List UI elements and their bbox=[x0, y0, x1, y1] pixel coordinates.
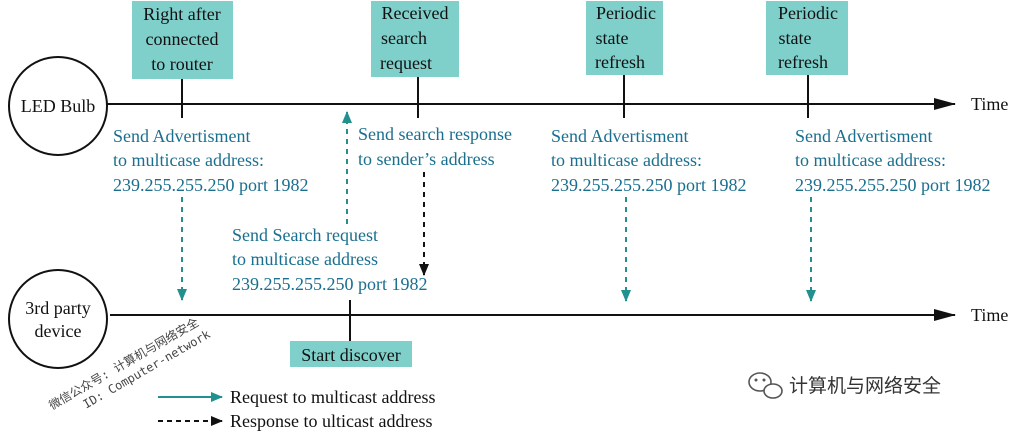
advert1-line1: Send Advertisment bbox=[113, 126, 251, 146]
third-party-label-line1: 3rd party bbox=[25, 298, 90, 318]
advert3-line3: 239.255.255.250 port 1982 bbox=[795, 175, 991, 195]
event-received-line1: Received bbox=[382, 3, 449, 23]
event-refresh1-line3: refresh bbox=[595, 52, 645, 72]
advert3-line2: to multicase address: bbox=[795, 150, 946, 170]
legend-multicast-label: Request to multicast address bbox=[230, 387, 435, 407]
event-received-line3: request bbox=[380, 53, 432, 73]
search-response-line1: Send search response bbox=[358, 124, 512, 144]
event-connected-line2: connected bbox=[146, 29, 219, 49]
search-request-line1: Send Search request bbox=[232, 225, 378, 245]
advert3-line1: Send Advertisment bbox=[795, 126, 933, 146]
start-discover-box bbox=[290, 341, 412, 367]
event-connected-line1: Right after bbox=[143, 4, 220, 24]
led-bulb-label: LED Bulb bbox=[21, 96, 96, 116]
event-refresh1-line2: state bbox=[596, 28, 629, 48]
third-party-node bbox=[8, 269, 108, 369]
event-box-received bbox=[371, 1, 459, 77]
time-label-led: Time bbox=[971, 94, 1008, 114]
event-refresh1-line1: Periodic bbox=[596, 3, 656, 23]
event-box-refresh1 bbox=[586, 1, 663, 75]
search-request-line2: to multicase address bbox=[232, 249, 378, 269]
event-connected-line3: to router bbox=[151, 54, 212, 74]
advert1-line3: 239.255.255.250 port 1982 bbox=[113, 175, 309, 195]
legend-unicast-label: Response to ulticast address bbox=[230, 411, 432, 431]
start-discover-label: Start discover bbox=[301, 345, 400, 365]
wechat-icon bbox=[748, 372, 783, 399]
search-request-line3: 239.255.255.250 port 1982 bbox=[232, 274, 428, 294]
advert2-line1: Send Advertisment bbox=[551, 126, 689, 146]
time-label-device: Time bbox=[971, 305, 1008, 325]
event-refresh2-line2: state bbox=[779, 28, 812, 48]
third-party-label-line2: device bbox=[35, 321, 82, 341]
search-response-line2: to sender’s address bbox=[358, 149, 495, 169]
advert2-line3: 239.255.255.250 port 1982 bbox=[551, 175, 747, 195]
event-received-line2: search bbox=[381, 28, 427, 48]
watermark-brand: 计算机与网络安全 bbox=[789, 375, 941, 397]
event-box-refresh2 bbox=[766, 1, 848, 75]
event-refresh2-line3: refresh bbox=[778, 52, 828, 72]
advert1-line2: to multicase address: bbox=[113, 150, 264, 170]
event-refresh2-line1: Periodic bbox=[778, 3, 838, 23]
event-box-connected bbox=[132, 1, 233, 79]
led-bulb-node bbox=[8, 56, 108, 156]
advert2-line2: to multicase address: bbox=[551, 150, 702, 170]
